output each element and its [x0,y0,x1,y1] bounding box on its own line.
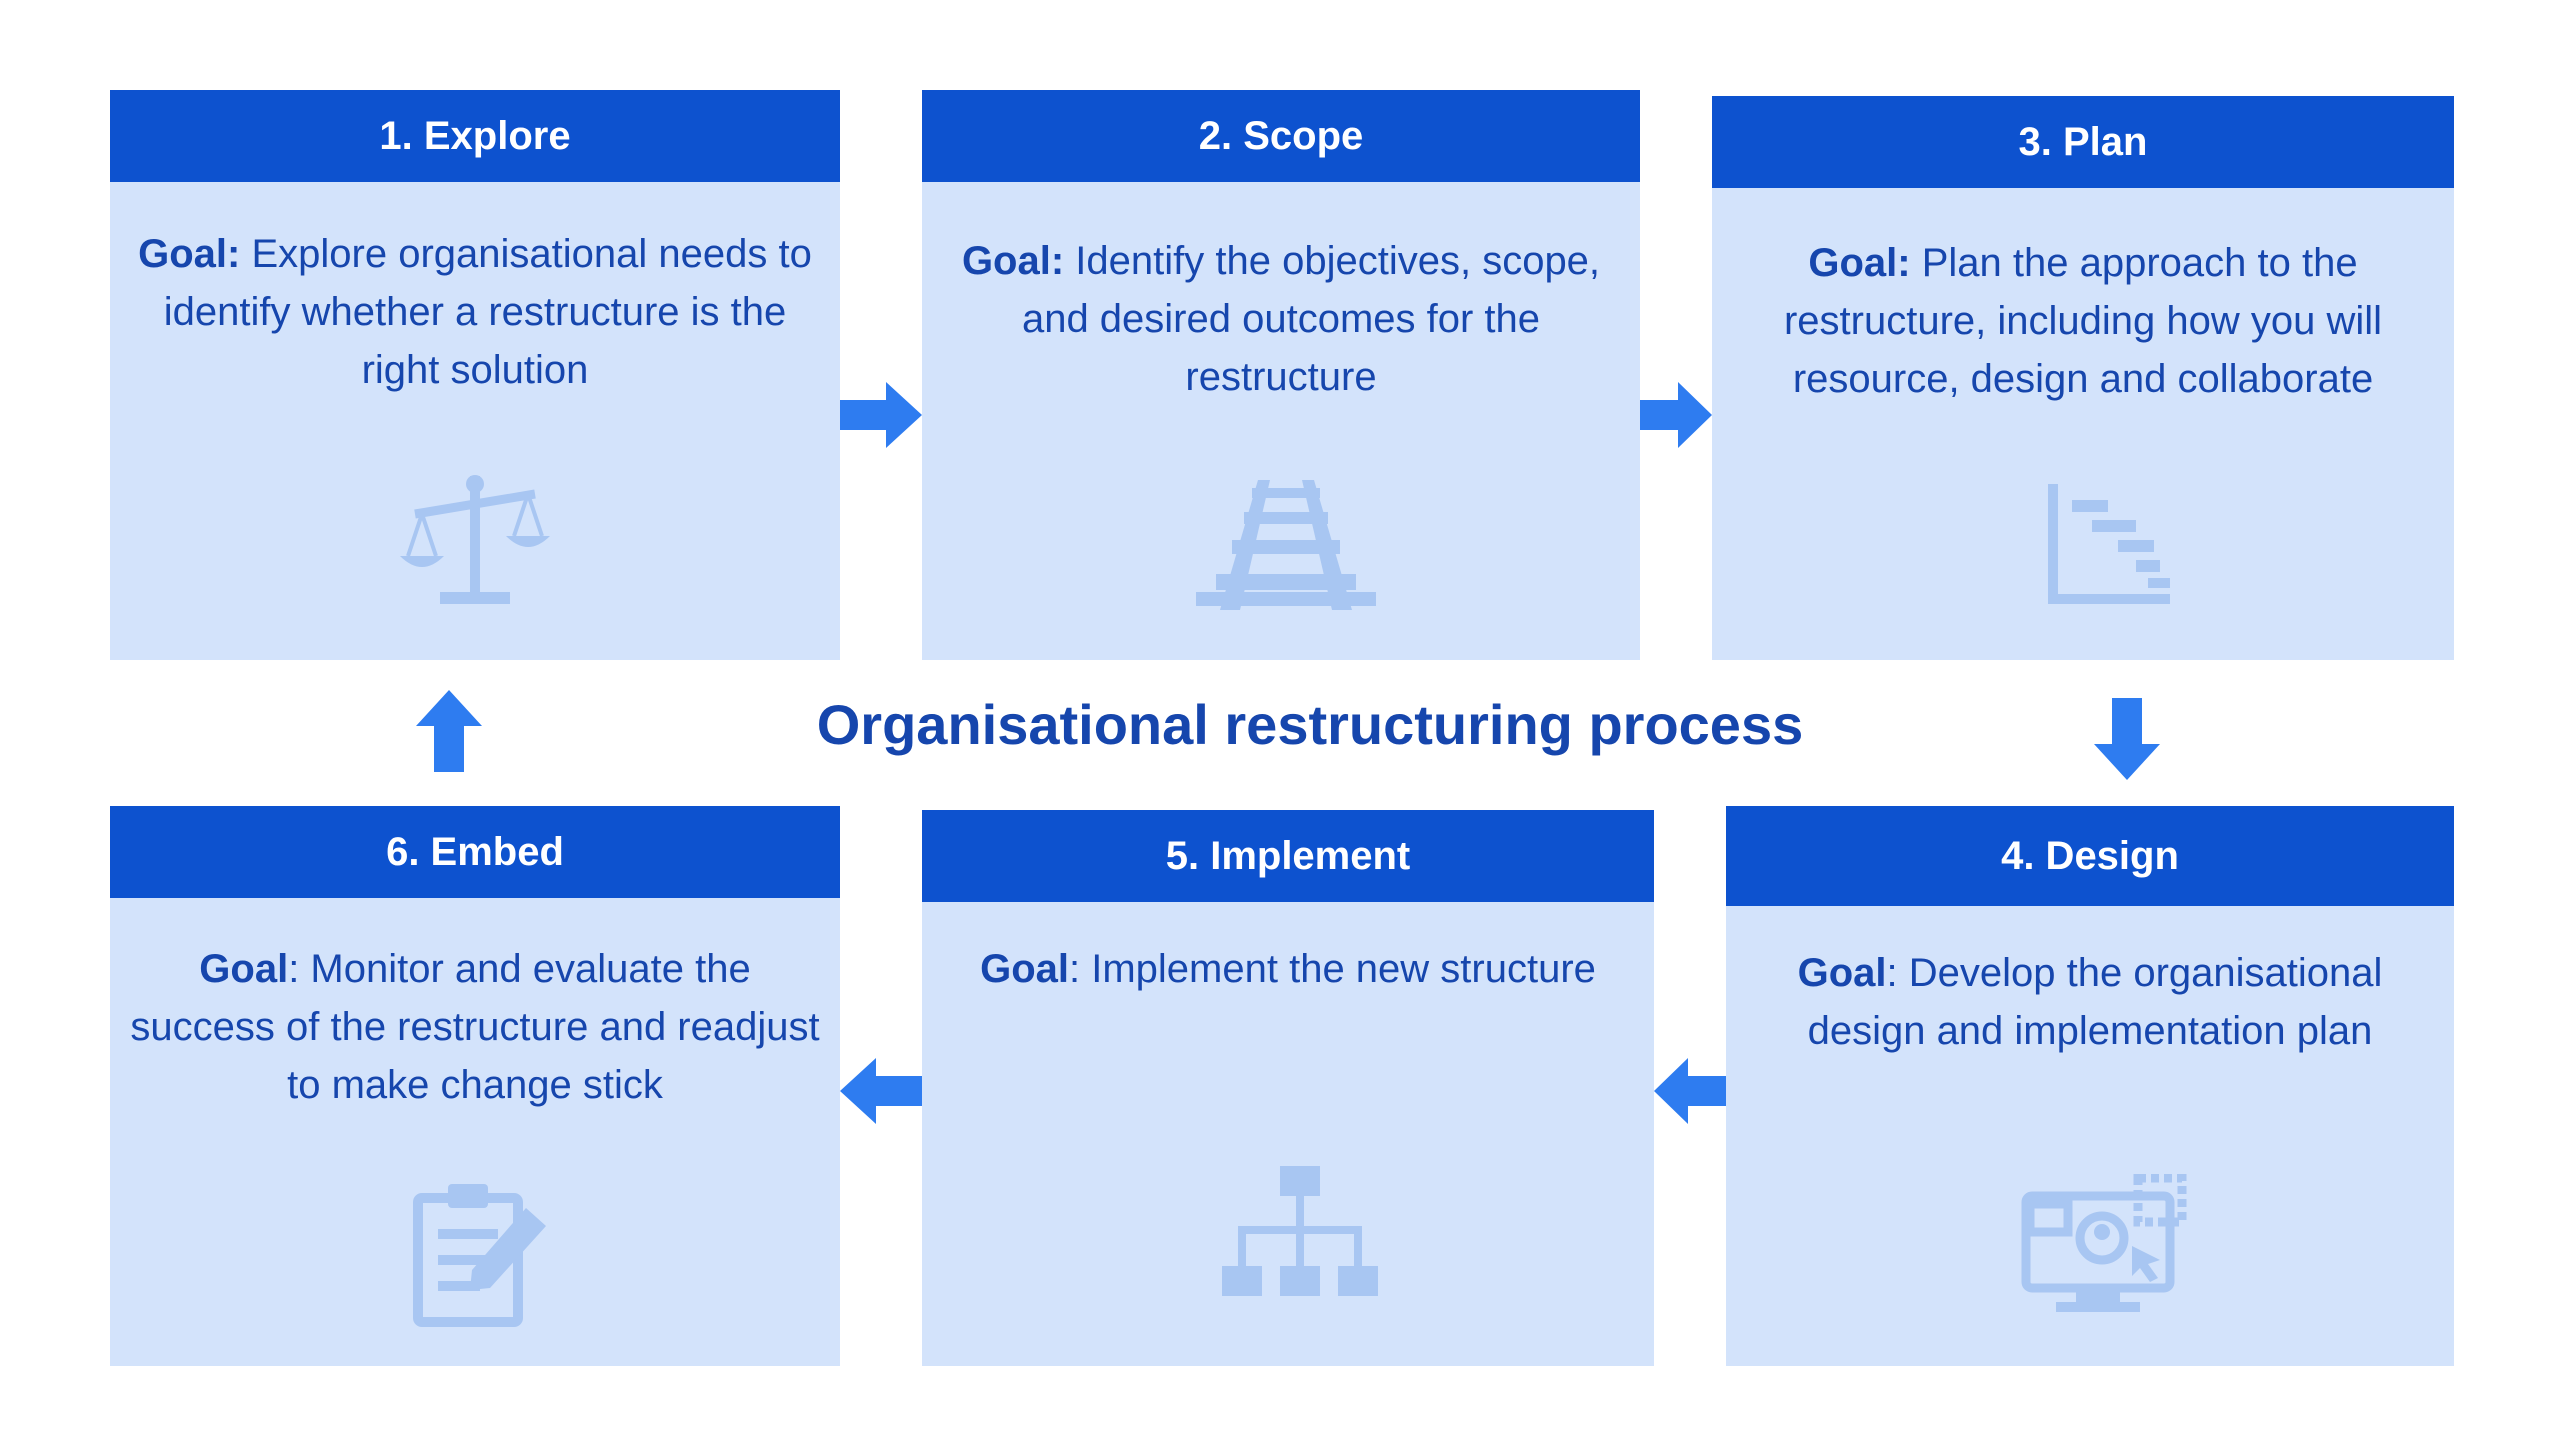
gantt-chart-icon [2048,484,2170,604]
goal-label: Goal: [1808,241,1911,285]
goal-text: Plan the approach to the restructure, in… [1783,241,2383,401]
monitor-design-icon [2021,1174,2187,1312]
step-card-explore: 1. Explore Goal: Explore organisational … [110,90,840,660]
railway-track-icon [1196,480,1376,610]
arrow-right-icon [840,382,922,448]
diagram-title: Organisational restructuring process [816,693,1804,756]
step-goal: Goal: Identify the objectives, scope, an… [942,232,1620,406]
step-header: 1. Explore [110,90,840,182]
step-header: 3. Plan [1712,96,2454,188]
step-card-plan: 3. Plan Goal: Plan the approach to the r… [1712,96,2454,660]
goal-label: Goal: [138,232,241,276]
goal-label: Goal [980,947,1069,991]
arrow-down-icon [2094,698,2160,780]
arrow-right-icon [1640,382,1712,448]
step-goal: Goal: Implement the new structure [942,940,1634,998]
arrow-left-icon [1654,1058,1726,1124]
goal-label: Goal [1797,951,1887,995]
arrow-up-icon [416,690,482,772]
step-header: 6. Embed [110,806,840,898]
arrow-left-icon [840,1058,922,1124]
goal-text: Identify the objectives, scope, and desi… [1021,239,1601,399]
step-card-scope: 2. Scope Goal: Identify the objectives, … [922,90,1640,660]
step-goal: Goal: Monitor and evaluate the success o… [130,940,820,1114]
step-goal: Goal: Develop the organisational design … [1746,944,2434,1060]
org-chart-icon [1222,1166,1378,1296]
step-card-design: 4. Design Goal: Develop the organisation… [1726,806,2454,1366]
step-card-embed: 6. Embed Goal: Monitor and evaluate the … [110,806,840,1366]
step-goal: Goal: Explore organisational needs to id… [130,225,820,399]
step-header: 5. Implement [922,810,1654,902]
goal-label: Goal: [961,239,1065,283]
goal-text: Explore organisational needs to identify… [163,232,812,392]
clipboard-pencil-icon [413,1184,546,1327]
goal-text: : Monitor and evaluate the success of th… [130,947,820,1107]
goal-text: : Develop the organisational design and … [1807,951,2383,1053]
step-header: 2. Scope [922,90,1640,182]
step-card-implement: 5. Implement Goal: Implement the new str… [922,810,1654,1366]
scales-icon [400,475,550,604]
goal-label: Goal [199,947,289,991]
step-header: 4. Design [1726,806,2454,906]
step-goal: Goal: Plan the approach to the restructu… [1732,234,2434,408]
goal-text: : Implement the new structure [1069,947,1596,991]
